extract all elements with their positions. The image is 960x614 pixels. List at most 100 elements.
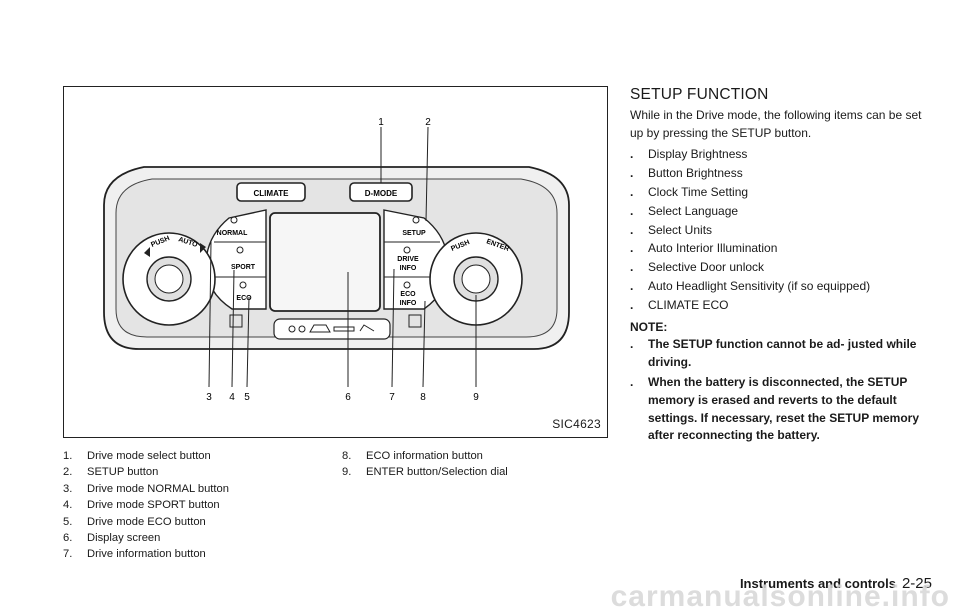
right-arrow-icon <box>200 243 206 253</box>
caption-item: 4. Drive mode SPORT button <box>63 497 323 513</box>
bullet-item: . Auto Headlight Sensitivity (if so equip… <box>630 278 922 296</box>
caption-number: 9. <box>342 466 352 479</box>
note-item: . The SETUP function cannot be ad- justed… <box>630 336 922 372</box>
bullet-text: Select Language <box>648 203 739 218</box>
bullet-marker: . <box>630 222 634 237</box>
climate-button-label: CLIMATE <box>254 189 290 198</box>
bullet-marker: . <box>630 203 634 218</box>
caption-text: Drive mode ECO button <box>87 515 206 528</box>
callout-6: 6 <box>345 392 351 403</box>
bullet-text: Auto Headlight Sensitivity (if so equipp… <box>648 278 871 293</box>
bullet-item: . Select Language <box>630 203 922 221</box>
dmode-button-label: D-MODE <box>365 189 398 198</box>
figure-code: SIC4623 <box>552 417 601 431</box>
caption-number: 1. <box>63 450 73 462</box>
caption-item: 9. ENTER button/Selection dial <box>342 464 602 480</box>
callout-1: 1 <box>378 117 384 128</box>
bullet-marker: . <box>630 297 634 312</box>
caption-item: 1. Drive mode select button <box>63 448 323 464</box>
caption-number: 3. <box>63 482 73 495</box>
bullet-text: CLIMATE ECO <box>648 297 729 312</box>
bullet-item: . Select Units <box>630 222 922 240</box>
bullet-item: . Clock Time Setting <box>630 184 922 202</box>
caption-text: Drive mode NORMAL button <box>87 482 229 495</box>
caption-item: 3. Drive mode NORMAL button <box>63 481 323 497</box>
setup-button-label: SETUP <box>402 230 426 237</box>
caption-number: 6. <box>63 532 73 545</box>
callout-8: 8 <box>420 392 426 403</box>
bullet-marker: . <box>630 260 634 275</box>
note-text: When the battery is disconnected, the SE… <box>648 374 920 443</box>
page-footer: Instruments and controls 2-25 <box>740 575 932 592</box>
page-number: 2-25 <box>901 575 932 592</box>
bullet-text: Display Brightness <box>648 147 748 162</box>
bullet-marker: . <box>630 147 634 162</box>
drive-info-label-1: DRIVE <box>397 256 419 263</box>
callout-3: 3 <box>206 392 212 403</box>
control-panel-diagram: CLIMATE D-MODE NORMAL SPORT ECO SETUP DR… <box>103 117 570 403</box>
caption-text: Drive mode select button <box>87 450 211 462</box>
normal-button-label: NORMAL <box>217 230 248 237</box>
caption-item: 5. Drive mode ECO button <box>63 514 323 530</box>
bullet-text: Select Units <box>648 222 713 237</box>
caption-list-right: 8. ECO information button 9. ENTER button/… <box>342 448 602 481</box>
note-item: . When the battery is disconnected, the S… <box>630 374 922 445</box>
caption-number: 4. <box>63 499 73 512</box>
bullet-text: Button Brightness <box>648 166 743 181</box>
drive-info-label-2: INFO <box>400 265 417 272</box>
rear-defrost-icon <box>408 314 422 328</box>
caption-number: 8. <box>342 450 352 462</box>
bullet-item: . CLIMATE ECO <box>630 297 922 315</box>
figure-illustration: CLIMATE D-MODE NORMAL SPORT ECO SETUP DR… <box>63 86 608 438</box>
note-bullet: . <box>630 374 634 389</box>
bullet-item: . Display Brightness <box>630 146 922 164</box>
eco-info-label-1: ECO <box>400 291 416 298</box>
bullet-marker: . <box>630 278 634 293</box>
bullet-item: . Auto Interior Illumination <box>630 240 922 258</box>
left-arrow-icon <box>144 247 150 257</box>
caption-text: ECO information button <box>366 450 483 462</box>
bullet-item: . Selective Door unlock <box>630 259 922 277</box>
callout-2: 2 <box>425 117 431 128</box>
footer-section-title: Instruments and controls <box>739 576 896 591</box>
callout-4: 4 <box>229 392 235 403</box>
section-intro: While in the Drive mode, the following i… <box>630 107 922 140</box>
leader-lines <box>208 126 477 388</box>
eco-info-label-2: INFO <box>400 300 417 307</box>
callout-9: 9 <box>473 392 479 403</box>
caption-text: Drive information button <box>87 548 206 561</box>
caption-number: 2. <box>63 466 73 479</box>
bullet-text: Clock Time Setting <box>648 184 749 199</box>
caption-item: 2. SETUP button <box>63 464 323 480</box>
sport-button-label: SPORT <box>231 264 256 271</box>
caption-text: ENTER button/Selection dial <box>366 466 508 479</box>
eco-button-label: ECO <box>236 295 252 302</box>
note-text: The SETUP function cannot be ad- justed … <box>648 337 917 370</box>
note-title: NOTE: <box>630 319 668 334</box>
climate-button <box>236 182 306 202</box>
bullet-item: . Button Brightness <box>630 165 922 183</box>
front-defrost-icon <box>229 314 243 328</box>
caption-item: 6. Display screen <box>63 530 323 546</box>
bullet-marker: . <box>630 184 634 199</box>
bullet-text: Selective Door unlock <box>648 260 765 275</box>
caption-list-left: 1. Drive mode select button 2. SETUP butto… <box>63 448 323 563</box>
bullet-text: Auto Interior Illumination <box>648 241 778 256</box>
caption-item: 8. ECO information button <box>342 448 602 464</box>
caption-number: 7. <box>63 548 73 561</box>
caption-text: Display screen <box>87 532 161 545</box>
caption-item: 7. Drive information button <box>63 546 323 562</box>
note-bullet: . <box>630 337 634 352</box>
callout-5: 5 <box>244 392 250 403</box>
lower-switch-strip <box>273 318 391 340</box>
bullet-marker: . <box>630 166 634 181</box>
vehicle-icon <box>288 324 375 333</box>
display-screen <box>269 212 381 312</box>
section-title: SETUP FUNCTION <box>630 86 769 103</box>
bullet-marker: . <box>630 241 634 256</box>
callout-7: 7 <box>389 392 395 403</box>
caption-number: 5. <box>63 515 73 528</box>
caption-text: SETUP button <box>87 466 159 479</box>
setup-function-section: SETUP FUNCTION While in the Drive mode, … <box>630 86 922 447</box>
caption-text: Drive mode SPORT button <box>87 499 220 512</box>
